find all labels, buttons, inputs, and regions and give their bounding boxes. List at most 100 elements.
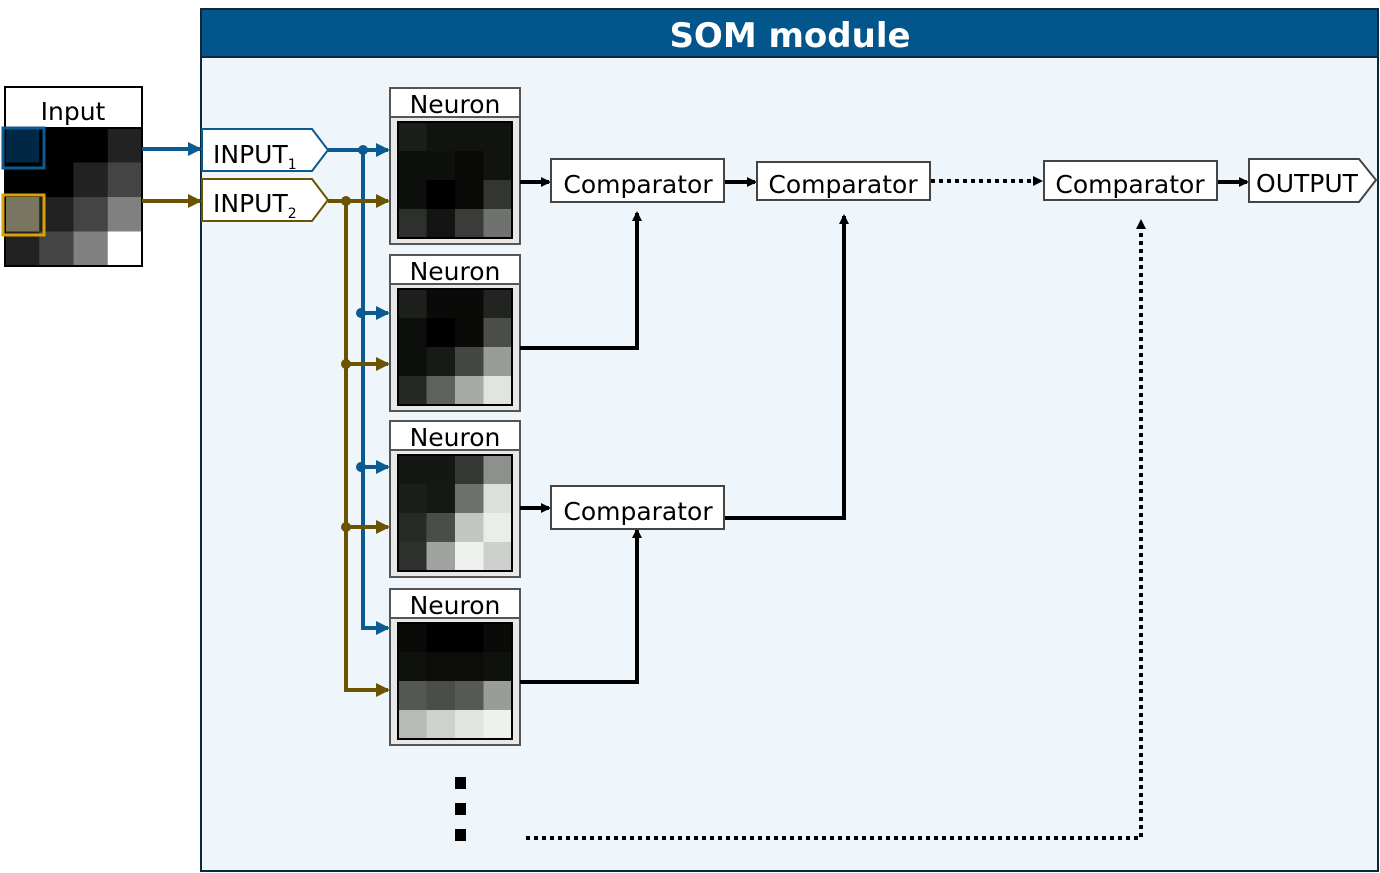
neuron-weight-pixel bbox=[455, 376, 484, 406]
neuron-weight-pixel bbox=[455, 710, 484, 740]
som-module-body bbox=[200, 8, 1379, 872]
comparator-2: Comparator bbox=[756, 161, 931, 201]
input1-port: INPUT1 bbox=[201, 128, 330, 173]
neuron-weight-pixel bbox=[455, 484, 484, 514]
neuron-weight-pixel bbox=[426, 623, 456, 653]
input-pixel bbox=[107, 231, 143, 267]
input2-port: INPUT2 bbox=[201, 178, 330, 222]
neuron-weight-pixel bbox=[398, 376, 427, 406]
neuron-weight-pixel bbox=[426, 542, 456, 572]
neuron-weight-pixel bbox=[455, 151, 484, 181]
neuron-weight-pixel bbox=[483, 209, 513, 239]
neuron-weight-pixel bbox=[483, 710, 513, 740]
comparator-1-label: Comparator bbox=[563, 170, 713, 199]
output-port: OUTPUT bbox=[1248, 158, 1378, 203]
neuron-weight-pixel bbox=[426, 347, 456, 377]
neuron-label: Neuron bbox=[410, 423, 501, 452]
neuron-2: Neuron bbox=[389, 254, 521, 412]
neuron-weight-pixel bbox=[398, 710, 427, 740]
neuron-weight-pixel bbox=[483, 623, 513, 653]
neuron-weight-pixel bbox=[398, 455, 427, 485]
neuron-weight-pixel bbox=[455, 347, 484, 377]
neuron-weight-pixel bbox=[455, 455, 484, 485]
neuron-weight-pixel bbox=[455, 180, 484, 210]
neuron-weight-pixel bbox=[398, 542, 427, 572]
input-label-box bbox=[4, 86, 143, 129]
neuron-label-box bbox=[389, 588, 521, 619]
neuron-weight-pixel bbox=[398, 513, 427, 543]
neuron-grid-border bbox=[397, 622, 513, 740]
neuron-label-box bbox=[389, 420, 521, 451]
neuron-3: Neuron bbox=[389, 420, 521, 578]
neuron-weight-pixel bbox=[455, 513, 484, 543]
som-module-title: SOM module bbox=[669, 16, 910, 56]
neuron-label: Neuron bbox=[410, 90, 501, 119]
input2-bus bbox=[328, 194, 390, 697]
neuron-weight-pixel bbox=[398, 681, 427, 711]
comparator-3-label: Comparator bbox=[563, 497, 713, 526]
neuron-weight-pixel bbox=[455, 289, 484, 319]
neuron-weight-pixel bbox=[455, 652, 484, 682]
neuron-weight-pixel bbox=[483, 652, 513, 682]
input-pixel bbox=[107, 162, 143, 198]
input-grid bbox=[5, 128, 143, 267]
input-pixel bbox=[5, 231, 40, 267]
neuron-label-box bbox=[389, 87, 521, 118]
more-neurons-to-comparator4-dotted bbox=[526, 219, 1146, 840]
neuron-grid-border bbox=[397, 121, 513, 239]
input2-port-label: INPUT2 bbox=[213, 189, 297, 222]
input-highlight-1 bbox=[1, 126, 46, 170]
comparator-2-label: Comparator bbox=[768, 170, 918, 199]
neuron-weight-pixel bbox=[398, 180, 427, 210]
neuron-weight-pixel bbox=[483, 289, 513, 319]
neuron-weight-pixel bbox=[483, 484, 513, 514]
neuron-weight-pixel bbox=[426, 513, 456, 543]
neuron-1: Neuron bbox=[389, 87, 521, 245]
neuron2-to-comparator1 bbox=[520, 211, 642, 350]
neuron-weight-pixel bbox=[398, 652, 427, 682]
neuron-weight-pixel bbox=[426, 318, 456, 348]
neuron-weight-pixel bbox=[455, 623, 484, 653]
neuron-weight-pixel bbox=[483, 376, 513, 406]
neuron-4: Neuron bbox=[389, 588, 521, 746]
input1-port-label: INPUT1 bbox=[213, 140, 297, 173]
neuron-weight-pixel bbox=[426, 484, 456, 514]
neuron-weight-pixel bbox=[426, 209, 456, 239]
output-port-label: OUTPUT bbox=[1256, 169, 1359, 198]
neuron-weight-pixel bbox=[398, 151, 427, 181]
neuron-weight-pixel bbox=[455, 681, 484, 711]
neuron-label-box bbox=[389, 254, 521, 285]
neuron-weight-pixel bbox=[483, 347, 513, 377]
neuron-weight-pixel bbox=[455, 122, 484, 152]
neuron-weight-pixel bbox=[483, 681, 513, 711]
neuron-weight-pixel bbox=[483, 151, 513, 181]
comparator-4: Comparator bbox=[1043, 160, 1218, 201]
neuron-weight-pixel bbox=[455, 542, 484, 572]
neuron-weight-pixel bbox=[483, 318, 513, 348]
som-module: SOM module bbox=[200, 8, 1379, 872]
input-highlight-2 bbox=[1, 193, 46, 237]
neuron-weight-pixel bbox=[426, 652, 456, 682]
input-label: Input bbox=[41, 97, 106, 126]
neuron-weight-pixel bbox=[426, 180, 456, 210]
input-pixel bbox=[107, 128, 143, 163]
input-pixel bbox=[39, 231, 74, 267]
neuron-weight-pixel bbox=[483, 455, 513, 485]
ellipsis-icon bbox=[455, 777, 466, 841]
input-pixel bbox=[73, 231, 109, 267]
input-pixel bbox=[107, 197, 143, 232]
neuron-weight-pixel bbox=[426, 122, 456, 152]
comparator-1: Comparator bbox=[550, 158, 725, 203]
connections bbox=[520, 176, 1249, 840]
neuron-weight-pixel bbox=[483, 513, 513, 543]
neuron-weight-pixel bbox=[426, 289, 456, 319]
neuron-weight-pixel bbox=[426, 710, 456, 740]
input-pixel bbox=[5, 197, 40, 232]
comparator3-to-comparator2 bbox=[724, 214, 849, 520]
input-grid-border bbox=[4, 127, 143, 267]
som-module-header bbox=[200, 8, 1379, 58]
neuron-weight-pixel bbox=[426, 376, 456, 406]
neuron-weight-pixel bbox=[398, 318, 427, 348]
neuron-weight-pixel bbox=[483, 180, 513, 210]
